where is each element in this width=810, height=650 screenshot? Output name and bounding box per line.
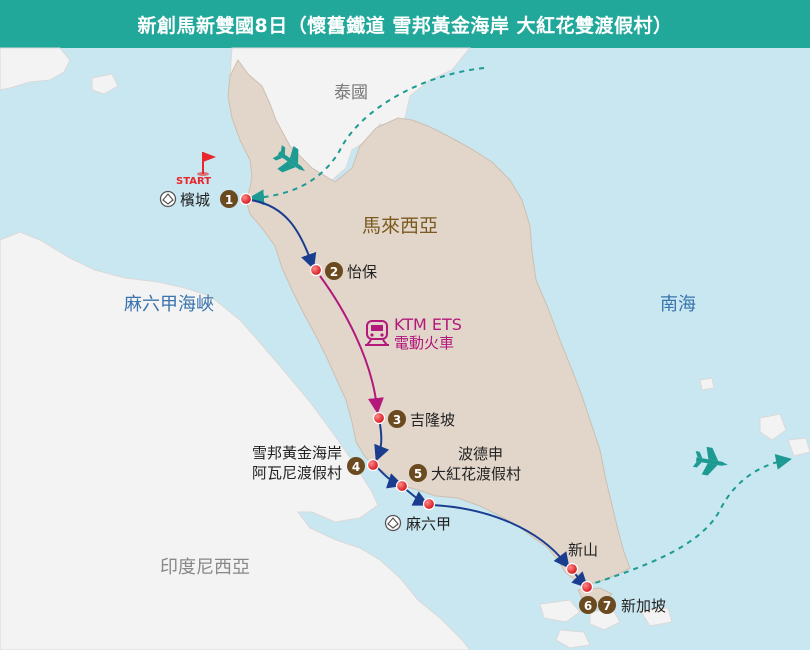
stop-name: 新加坡: [621, 597, 666, 615]
stop-name: 大紅花渡假村: [431, 465, 521, 483]
stop-badge: [579, 596, 597, 614]
stop-number: 4: [352, 460, 360, 474]
region-label-thailand: 泰國: [334, 83, 368, 103]
stop-badge: [347, 457, 365, 475]
start-label: START: [176, 176, 211, 187]
land-east-island-1: [759, 413, 787, 441]
train-name: KTM ETS: [394, 315, 462, 334]
stop-marker: [580, 580, 594, 594]
airplane-icon: [272, 145, 306, 173]
train-icon: [365, 320, 389, 346]
stop-number: 6: [584, 599, 592, 613]
stop-name: 吉隆坡: [410, 411, 455, 429]
land-riau-1: [539, 599, 581, 623]
page-title: 新創馬新雙國8日（懷舊鐵道 雪邦黃金海岸 大紅花雙渡假村）: [0, 0, 810, 48]
stop-badge: [388, 410, 406, 428]
stop-number: 5: [414, 467, 422, 481]
region-label-malaysia: 馬來西亞: [362, 215, 438, 237]
route-sepang-dickson: [375, 465, 404, 489]
stop-marker: [366, 458, 380, 472]
route-ipoh-kl-train: [319, 275, 384, 414]
unesco-icon: [159, 190, 177, 208]
stop-number: 1: [225, 193, 233, 207]
region-label-south-sea: 南海: [660, 294, 696, 315]
stop-name: 新山: [568, 541, 598, 559]
land-east-island-3: [699, 377, 715, 391]
stop-marker: [239, 192, 253, 206]
land-northwest: [0, 47, 71, 91]
stop-badge: [409, 464, 427, 482]
region-label-strait: 麻六甲海峽: [124, 294, 214, 315]
route-penang-ipoh: [249, 199, 317, 270]
land-east-island-2: [787, 437, 810, 457]
route-malacca-jb: [431, 504, 570, 569]
stop-marker: [395, 479, 409, 493]
stop-number: 7: [603, 599, 611, 613]
land-riau-4: [639, 607, 673, 627]
start-flag-icon: [197, 152, 216, 176]
stop-name: 檳城: [180, 191, 210, 209]
flight-route-in: [248, 67, 485, 206]
train-desc: 電動火車: [394, 334, 454, 352]
flight-route-out: [585, 454, 792, 587]
stop-name: 怡保: [347, 263, 377, 281]
stop-marker: [565, 562, 579, 576]
stop-number: 2: [330, 265, 338, 279]
stop-badge: [598, 596, 616, 614]
stop-marker: [372, 411, 386, 425]
land-islet: [91, 73, 119, 95]
land-sumatra: [0, 231, 471, 650]
stop-name: 波德申: [458, 445, 503, 463]
land-riau-3: [555, 629, 591, 649]
stop-number: 3: [393, 413, 401, 427]
airplane-icon: [692, 446, 728, 476]
stop-badge: [325, 262, 343, 280]
stop-name: 阿瓦尼渡假村: [252, 464, 342, 482]
stop-name: 麻六甲: [406, 515, 451, 533]
region-label-indonesia: 印度尼西亞: [160, 557, 250, 578]
stop-name: 雪邦黃金海岸: [252, 444, 342, 462]
stop-marker: [309, 263, 323, 277]
stop-marker: [422, 497, 436, 511]
unesco-icon: [384, 514, 402, 532]
stop-badge: [220, 190, 238, 208]
route-kl-sepang: [374, 423, 390, 462]
